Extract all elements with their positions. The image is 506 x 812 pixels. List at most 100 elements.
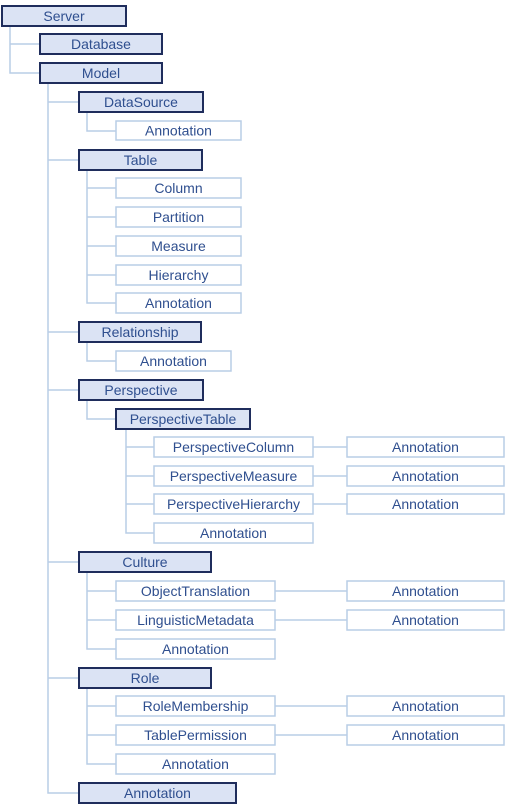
node-box-measure [115, 235, 242, 257]
node-label-relationship: Relationship [101, 324, 178, 340]
node-label-perspective-hierarchy-annotation: Annotation [392, 496, 459, 512]
node-box-perspective-table-annotation [153, 522, 314, 544]
node-box-database [39, 33, 163, 55]
node-box-table-permission [115, 724, 276, 746]
node-box-model [39, 62, 163, 84]
node-label-perspective-measure: PerspectiveMeasure [170, 468, 298, 484]
node-hierarchy: Hierarchy [115, 264, 242, 286]
node-box-column [115, 177, 242, 199]
node-perspective: Perspective [78, 379, 204, 401]
node-box-linguistic-metadata-annotation [346, 609, 505, 631]
node-column: Column [115, 177, 242, 199]
node-relationship-annotation: Annotation [115, 350, 232, 372]
node-label-relationship-annotation: Annotation [140, 353, 207, 369]
node-box-table-permission-annotation [346, 724, 505, 746]
node-perspective-column-annotation: Annotation [346, 436, 505, 458]
node-linguistic-metadata-annotation: Annotation [346, 609, 505, 631]
node-label-perspective-measure-annotation: Annotation [392, 468, 459, 484]
node-table-permission-annotation: Annotation [346, 724, 505, 746]
node-box-role [78, 667, 212, 689]
node-label-perspective: Perspective [104, 382, 177, 398]
node-label-perspective-table-annotation: Annotation [200, 525, 267, 541]
node-box-server [1, 5, 127, 27]
node-box-role-annotation [115, 753, 276, 775]
node-box-perspective-hierarchy [153, 493, 314, 515]
node-box-role-membership-annotation [346, 695, 505, 717]
node-table: Table [78, 149, 203, 171]
node-role: Role [78, 667, 212, 689]
node-box-perspective-table [115, 408, 251, 430]
node-box-relationship-annotation [115, 350, 232, 372]
node-label-hierarchy: Hierarchy [149, 267, 209, 283]
diagram-nodes: ServerDatabaseModelDataSourceAnnotationT… [1, 5, 505, 804]
node-label-column: Column [154, 180, 202, 196]
node-label-model-annotation: Annotation [124, 785, 191, 801]
node-measure: Measure [115, 235, 242, 257]
node-culture-annotation: Annotation [115, 638, 276, 660]
node-perspective-hierarchy: PerspectiveHierarchy [153, 493, 314, 515]
node-box-hierarchy [115, 264, 242, 286]
node-table-permission: TablePermission [115, 724, 276, 746]
node-box-relationship [78, 321, 202, 343]
node-perspective-table: PerspectiveTable [115, 408, 251, 430]
node-box-perspective-measure-annotation [346, 465, 505, 487]
node-label-perspective-table: PerspectiveTable [130, 411, 237, 427]
node-label-partition: Partition [153, 209, 204, 225]
node-label-table: Table [124, 152, 158, 168]
node-label-table-permission: TablePermission [144, 727, 247, 743]
node-datasource: DataSource [78, 91, 204, 113]
node-box-partition [115, 206, 242, 228]
node-perspective-measure: PerspectiveMeasure [153, 465, 314, 487]
node-label-object-translation-annotation: Annotation [392, 583, 459, 599]
node-database: Database [39, 33, 163, 55]
node-relationship: Relationship [78, 321, 202, 343]
node-role-annotation: Annotation [115, 753, 276, 775]
node-label-role-annotation: Annotation [162, 756, 229, 772]
node-label-perspective-column: PerspectiveColumn [173, 439, 294, 455]
node-object-translation-annotation: Annotation [346, 580, 505, 602]
node-box-datasource [78, 91, 204, 113]
node-role-membership: RoleMembership [115, 695, 276, 717]
node-box-model-annotation [78, 782, 237, 804]
connector-lines [9, 16, 347, 794]
node-box-culture-annotation [115, 638, 276, 660]
node-box-perspective-column [153, 436, 314, 458]
node-box-object-translation-annotation [346, 580, 505, 602]
node-label-culture-annotation: Annotation [162, 641, 229, 657]
node-label-role-membership: RoleMembership [143, 698, 249, 714]
node-label-measure: Measure [151, 238, 206, 254]
node-server: Server [1, 5, 127, 27]
node-label-linguistic-metadata: LinguisticMetadata [137, 612, 254, 628]
node-box-role-membership [115, 695, 276, 717]
node-box-perspective-hierarchy-annotation [346, 493, 505, 515]
node-label-culture: Culture [122, 554, 167, 570]
node-linguistic-metadata: LinguisticMetadata [115, 609, 276, 631]
node-box-table-annotation [115, 292, 242, 314]
node-box-object-translation [115, 580, 276, 602]
node-label-perspective-column-annotation: Annotation [392, 439, 459, 455]
node-label-object-translation: ObjectTranslation [141, 583, 250, 599]
node-label-database: Database [71, 36, 131, 52]
node-perspective-hierarchy-annotation: Annotation [346, 493, 505, 515]
node-label-datasource: DataSource [104, 94, 178, 110]
node-label-server: Server [43, 8, 85, 24]
node-partition: Partition [115, 206, 242, 228]
node-model: Model [39, 62, 163, 84]
node-label-model: Model [82, 65, 120, 81]
node-role-membership-annotation: Annotation [346, 695, 505, 717]
node-table-annotation: Annotation [115, 292, 242, 314]
node-perspective-table-annotation: Annotation [153, 522, 314, 544]
node-label-perspective-hierarchy: PerspectiveHierarchy [167, 496, 300, 512]
node-label-datasource-annotation: Annotation [145, 123, 212, 139]
node-label-linguistic-metadata-annotation: Annotation [392, 612, 459, 628]
node-label-table-annotation: Annotation [145, 295, 212, 311]
node-label-role: Role [131, 670, 160, 686]
node-box-datasource-annotation [115, 120, 242, 141]
node-box-perspective-column-annotation [346, 436, 505, 458]
node-perspective-column: PerspectiveColumn [153, 436, 314, 458]
node-box-linguistic-metadata [115, 609, 276, 631]
node-box-table [78, 149, 203, 171]
node-box-perspective [78, 379, 204, 401]
node-datasource-annotation: Annotation [115, 120, 242, 141]
